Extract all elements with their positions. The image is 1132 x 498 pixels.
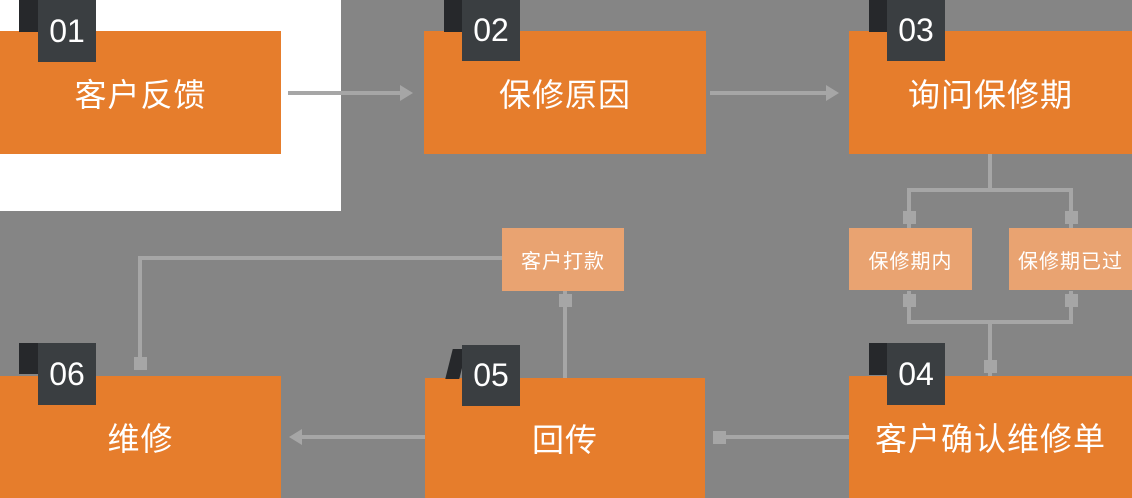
- step-number: 04: [898, 355, 934, 392]
- connector-line: [988, 320, 992, 376]
- flow-node-step-03: 询问保修期: [849, 31, 1132, 154]
- arrowhead-left-icon: [289, 429, 302, 445]
- step-number-badge-02: 02: [462, 0, 520, 61]
- step-number-badge-03: 03: [887, 0, 945, 61]
- connector-line: [563, 291, 567, 378]
- flow-node-in-warranty: 保修期内: [849, 228, 972, 290]
- step-number: 05: [473, 357, 509, 393]
- step-number: 03: [898, 12, 934, 48]
- connector-line: [710, 91, 827, 95]
- step-number-badge-05: 05: [462, 345, 520, 406]
- connector-line: [713, 435, 849, 439]
- flow-node-customer-payment: 客户打款: [502, 228, 624, 291]
- connector-line: [988, 154, 992, 192]
- connector-cap: [1065, 211, 1078, 224]
- badge-fold-icon: [869, 0, 887, 32]
- step-number: 02: [473, 12, 509, 48]
- connector-cap: [559, 294, 572, 307]
- badge-fold-icon: [19, 343, 38, 374]
- connector-line: [907, 190, 911, 228]
- flow-node-label: 询问保修期: [907, 76, 1073, 113]
- flow-node-label: 保修原因: [498, 76, 631, 113]
- flow-node-label: 维修: [107, 421, 174, 457]
- flow-node-label: 客户打款: [521, 251, 605, 273]
- connector-cap: [903, 211, 916, 224]
- step-number-badge-04: 04: [887, 343, 945, 405]
- connector-line: [1069, 291, 1073, 324]
- flow-node-label: 回传: [531, 422, 598, 458]
- arrowhead-right-icon: [400, 85, 413, 101]
- connector-cap: [984, 360, 997, 373]
- badge-fold-icon: [19, 0, 38, 32]
- connector-line: [288, 91, 401, 95]
- connector-line: [1069, 190, 1073, 228]
- flow-node-step-01: 客户反馈: [0, 31, 281, 154]
- flow-node-label: 保修期已过: [1018, 250, 1123, 273]
- flow-node-label: 保修期内: [868, 250, 953, 273]
- flow-node-warranty-expired: 保修期已过: [1009, 228, 1132, 290]
- connector-line: [138, 256, 142, 368]
- step-number: 01: [49, 12, 85, 49]
- connector-cap: [134, 357, 147, 370]
- badge-fold-icon: [869, 343, 887, 375]
- connector-line: [907, 188, 1073, 192]
- flow-node-label: 客户确认维修单: [874, 421, 1106, 457]
- arrowhead-right-icon: [826, 85, 839, 101]
- step-number-badge-01: 01: [38, 0, 96, 62]
- step-number: 06: [49, 355, 85, 392]
- connector-line: [907, 291, 911, 324]
- connector-line: [140, 256, 502, 260]
- badge-fold-icon: [444, 0, 462, 32]
- flow-node-label: 客户反馈: [74, 76, 207, 113]
- connector-line: [302, 435, 425, 439]
- step-number-badge-06: 06: [38, 343, 96, 405]
